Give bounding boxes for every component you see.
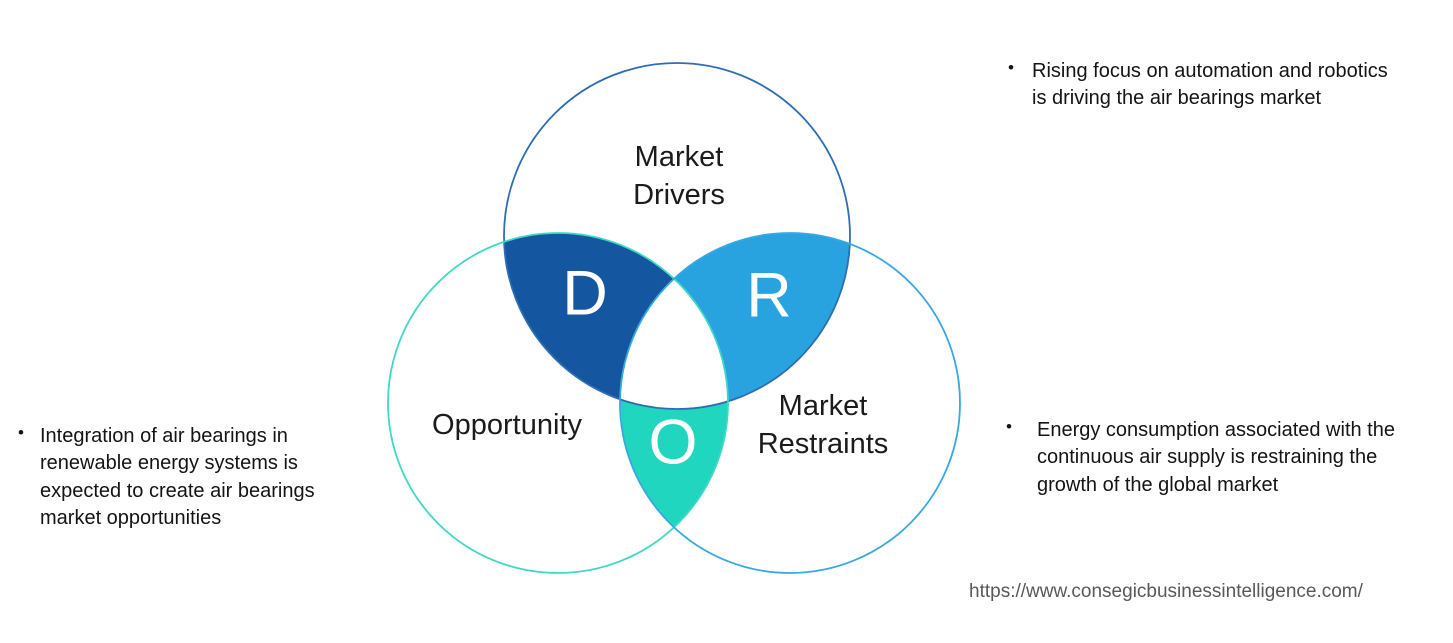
drivers-label-line1: Market [634,141,724,173]
drivers-circle-outline [503,62,851,410]
note-energy-text: Energy consumption associated with the c… [1037,419,1395,496]
note-automation: • Rising focus on automation and robotic… [1008,58,1388,113]
source-url: https://www.consegicbusinessintelligence… [969,581,1363,602]
restraints-label-line2: Restraints [757,428,889,460]
opportunity-label: Opportunity [432,409,582,441]
restraints-label: Market Restraints [758,387,889,463]
bullet-icon: • [1008,58,1014,77]
drivers-label: Market Drivers [633,138,725,214]
opportunity-circle-outline [387,232,729,574]
note-integration: • Integration of air bearings in renewab… [18,423,358,533]
overlap-letter-r: R [746,260,792,331]
drivers-label-line2: Drivers [633,179,725,211]
overlap-letter-o: O [648,407,698,478]
note-automation-text: Rising focus on automation and robotics … [1032,60,1388,110]
bullet-icon: • [18,423,24,442]
restraints-circle-outline [619,232,961,574]
overlap-letter-d: D [562,258,608,329]
note-energy: • Energy consumption associated with the… [1006,417,1395,499]
bullet-icon: • [1006,417,1012,436]
note-integration-text: Integration of air bearings in renewable… [40,425,315,530]
restraints-label-line1: Market [778,390,868,422]
